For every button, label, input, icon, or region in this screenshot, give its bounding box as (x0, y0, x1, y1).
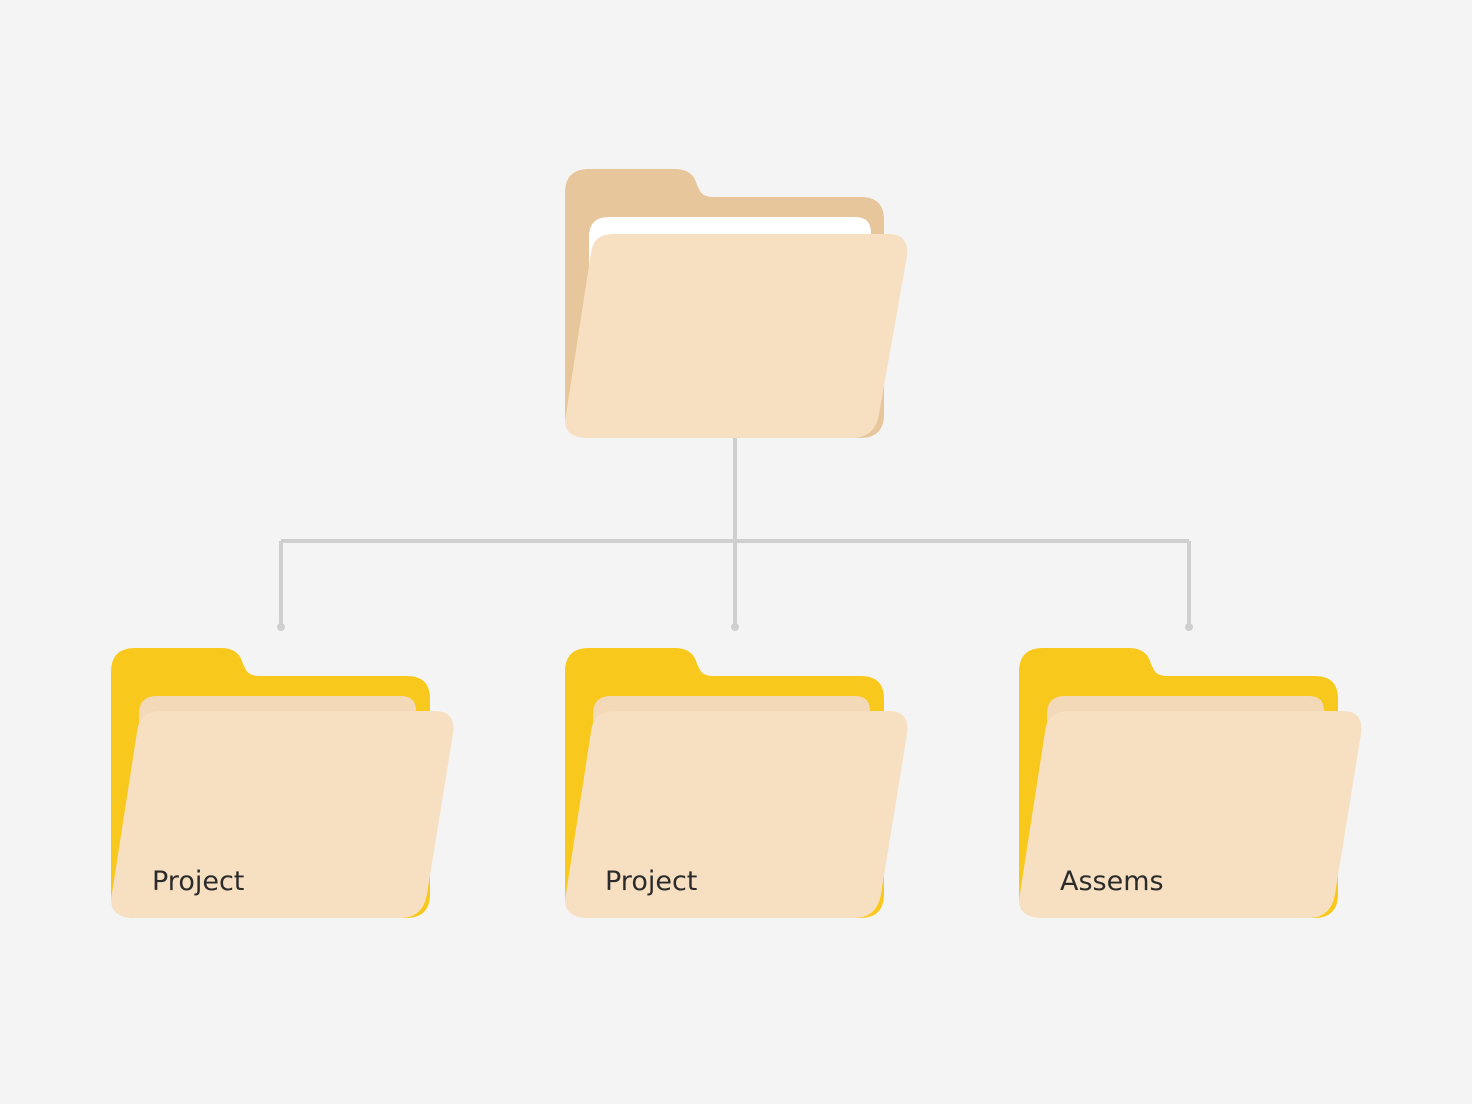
root-folder-front (565, 234, 908, 438)
connector-dot-right (1185, 623, 1193, 631)
child-folder-3[interactable]: Assems (1019, 648, 1362, 918)
child-folder-2-front (565, 711, 908, 918)
child-folder-3-label: Assems (1060, 866, 1164, 897)
connector-dot-left (277, 623, 285, 631)
child-folder-1-front (111, 711, 454, 918)
connector-end-dots (277, 623, 1193, 631)
connector-dot-middle (731, 623, 739, 631)
child-folder-2-label: Project (605, 866, 697, 897)
child-folder-1[interactable]: Project (111, 648, 454, 918)
root-folder-icon[interactable] (565, 169, 908, 438)
tree-connectors (279, 438, 1191, 626)
child-folder-3-front (1019, 711, 1362, 918)
child-folder-2[interactable]: Project (565, 648, 908, 918)
child-folder-1-label: Project (152, 866, 244, 897)
